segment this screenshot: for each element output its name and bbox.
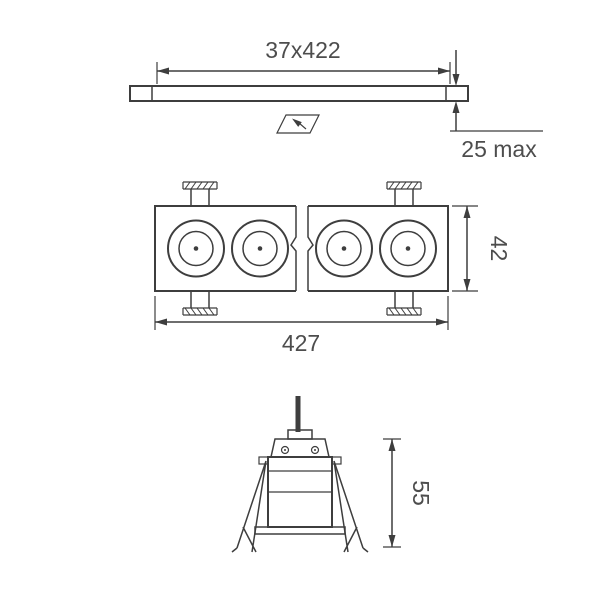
- dim-arrow-left: [155, 318, 167, 326]
- plan-height-dim-label: 42: [486, 236, 512, 262]
- retention-spring-right: [333, 460, 369, 553]
- profile-depth-dim-label: 25 max: [461, 136, 537, 162]
- mounting-clip-bottom-right: [386, 290, 422, 316]
- profile-depth-dim: 25 max: [450, 50, 543, 162]
- terminal-box: [270, 438, 330, 458]
- plan-length-dim: 427: [154, 296, 449, 356]
- mounting-clip-top-left: [182, 181, 218, 207]
- terminal-screw-right: [310, 445, 320, 455]
- plan-length-dim-label: 427: [282, 330, 320, 356]
- spring-tab-right: [331, 456, 342, 465]
- dim-arrow-right: [436, 318, 448, 326]
- section-height-dim: 55: [383, 438, 434, 548]
- break-line-right: [307, 206, 314, 291]
- lamp-2: [231, 219, 289, 278]
- profile-view: 37x422 25 max: [129, 37, 543, 162]
- trim-flange: [254, 526, 346, 535]
- dim-arrow-up: [388, 439, 396, 451]
- supply-cable: [295, 396, 301, 432]
- profile-width-dim-line: [156, 62, 451, 84]
- break-line-left: [290, 206, 297, 291]
- dim-arrow-down: [388, 535, 396, 547]
- terminal-screw-left: [280, 445, 290, 455]
- retention-spring-left: [231, 460, 267, 553]
- tilt-adjust-icon: [276, 114, 320, 134]
- lamp-4: [379, 219, 437, 278]
- section-height-dim-label: 55: [408, 480, 434, 506]
- section-view: 55: [231, 396, 434, 553]
- profile-body: [129, 85, 469, 102]
- dim-arrow-left: [157, 67, 169, 75]
- mounting-clip-bottom-left: [182, 290, 218, 316]
- dim-arrow-down: [452, 74, 460, 86]
- plan-body-left: [154, 205, 296, 292]
- lamp-1: [167, 219, 225, 278]
- dim-arrow-right: [438, 67, 450, 75]
- lamp-3: [315, 219, 373, 278]
- profile-width-dim-label: 37x422: [265, 37, 340, 63]
- plan-height-dim: 42: [452, 205, 512, 292]
- dim-arrow-up: [452, 101, 460, 113]
- dim-arrow-down: [463, 279, 471, 291]
- plan-view: 42 427: [154, 181, 512, 356]
- mounting-clip-top-right: [386, 181, 422, 207]
- dim-arrow-up: [463, 206, 471, 218]
- plan-body-right: [308, 205, 449, 292]
- spring-tab-left: [258, 456, 269, 465]
